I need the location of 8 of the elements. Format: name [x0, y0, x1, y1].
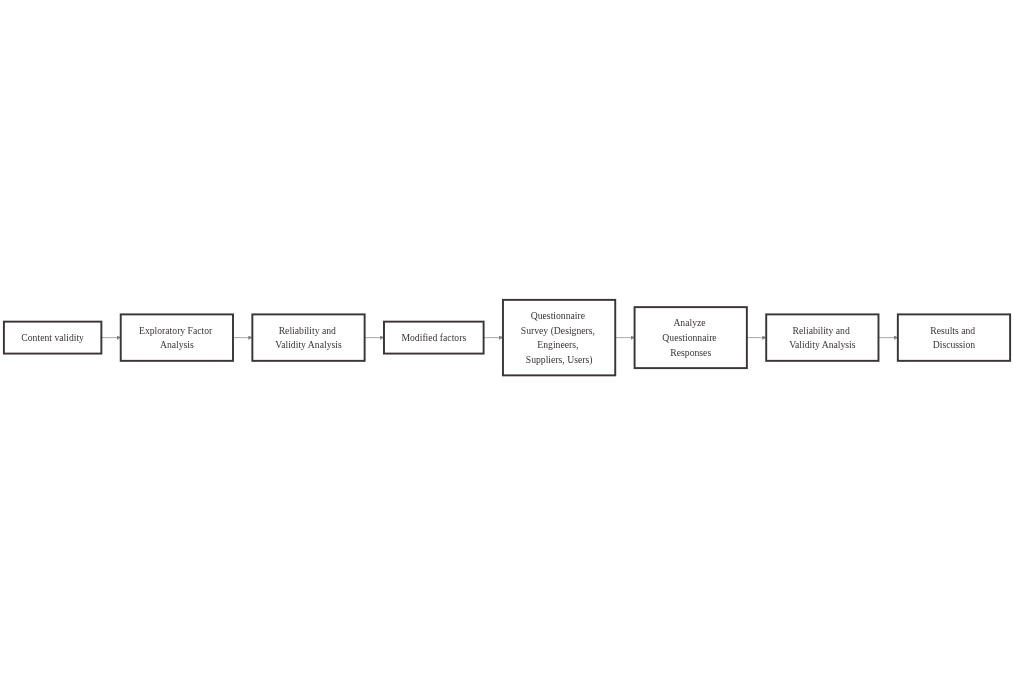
node-box: Exploratory Factor Analysis	[119, 313, 234, 362]
node-box: Modified factors	[383, 320, 485, 355]
node-box: Analyze Questionnaire Responses	[633, 306, 748, 369]
node-box: Questionnaire Survey (Designers, Engineers, Suppliers, Users)	[502, 298, 617, 377]
node-box: Reliability and Validity Analysis	[765, 313, 880, 362]
node-box: Results and Discussion	[896, 313, 1012, 362]
node-box: Reliability and Validity Analysis	[251, 313, 366, 362]
node-box: Content validity	[2, 320, 103, 355]
